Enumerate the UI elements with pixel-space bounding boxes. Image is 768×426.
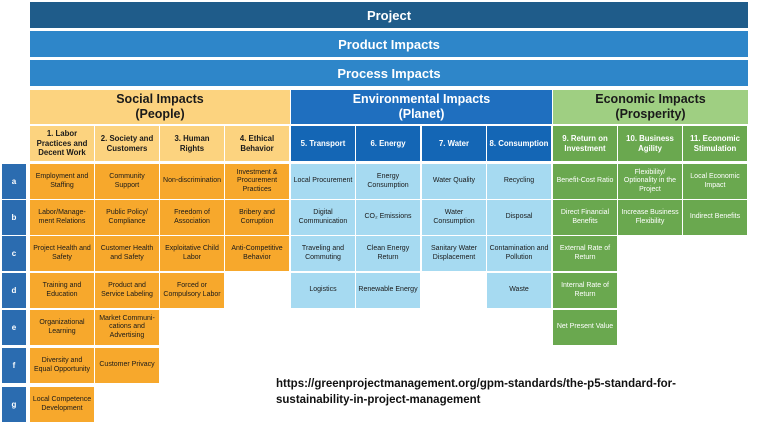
- impact-cell: Customer Health and Safety: [95, 236, 159, 271]
- column-header: 7. Water: [422, 126, 486, 161]
- economic-impacts-title: Economic Impacts: [595, 92, 706, 106]
- column-header: 1. Labor Practices and Decent Work: [30, 126, 94, 161]
- product-impacts-bar: Product Impacts: [30, 31, 748, 57]
- column-header: 8. Consumption: [487, 126, 551, 161]
- process-impacts-bar: Process Impacts: [30, 60, 748, 86]
- project-label: Project: [366, 7, 412, 23]
- impact-cell: Exploitative Child Labor: [160, 236, 224, 271]
- impact-cell: Forced or Compulsory Labor: [160, 273, 224, 308]
- impact-cell: Labor/Manage-ment Relations: [30, 200, 94, 235]
- row-label: a: [2, 164, 26, 199]
- impact-cell: Renewable Energy: [356, 273, 420, 308]
- environmental-impacts-header: Environmental Impacts (Planet): [291, 90, 552, 124]
- impact-cell: Project Health and Safety: [30, 236, 94, 271]
- impact-cell: Benefit-Cost Ratio: [553, 164, 617, 199]
- impact-cell: Community Support: [95, 164, 159, 199]
- impact-cell: Customer Privacy: [95, 348, 159, 383]
- row-label: f: [2, 348, 26, 383]
- impact-cell: Local Competence Development: [30, 387, 94, 422]
- impact-cell: Increase Business Flexibility: [618, 200, 682, 235]
- project-bar: Project: [30, 2, 748, 28]
- source-url: https://greenprojectmanagement.org/gpm-s…: [276, 376, 676, 408]
- impact-cell: Training and Education: [30, 273, 94, 308]
- column-header: 11. Economic Stimulation: [683, 126, 747, 161]
- impact-cell: Investment & Procurement Practices: [225, 164, 289, 199]
- impact-cell: Traveling and Commuting: [291, 236, 355, 271]
- impact-cell: Organizational Learning: [30, 310, 94, 345]
- column-header: 3. Human Rights: [160, 126, 224, 161]
- column-header: 4. Ethical Behavior: [225, 126, 289, 161]
- impact-cell: Disposal: [487, 200, 551, 235]
- impact-cell: Bribery and Corruption: [225, 200, 289, 235]
- impact-cell: Local Economic Impact: [683, 164, 747, 199]
- column-header: 6. Energy: [356, 126, 420, 161]
- social-impacts-subtitle: (People): [135, 107, 185, 121]
- social-impacts-title: Social Impacts: [116, 92, 204, 106]
- column-header: 2. Society and Customers: [95, 126, 159, 161]
- impact-cell: Net Present Value: [553, 310, 617, 345]
- environmental-impacts-subtitle: (Planet): [398, 107, 445, 121]
- impact-cell: Public Policy/ Compliance: [95, 200, 159, 235]
- impact-cell: Water Consumption: [422, 200, 486, 235]
- social-impacts-header: Social Impacts (People): [30, 90, 290, 124]
- impact-cell: Freedom of Association: [160, 200, 224, 235]
- economic-impacts-subtitle: (Prosperity): [615, 107, 686, 121]
- column-header: 9. Return on Investment: [553, 126, 617, 161]
- impact-cell: Direct Financial Benefits: [553, 200, 617, 235]
- impact-cell: Internal Rate of Return: [553, 273, 617, 308]
- row-label: c: [2, 236, 26, 271]
- process-impacts-label: Process Impacts: [337, 65, 441, 81]
- impact-cell: Indirect Benefits: [683, 200, 747, 235]
- impact-cell: Energy Consumption: [356, 164, 420, 199]
- impact-cell: Market Communi-cations and Advertising: [95, 310, 159, 345]
- impact-cell: CO₂ Emissions: [356, 200, 420, 235]
- impact-cell: External Rate of Return: [553, 236, 617, 271]
- impact-cell: Waste: [487, 273, 551, 308]
- column-header: 10. Business Agility: [618, 126, 682, 161]
- impact-cell: Employment and Staffing: [30, 164, 94, 199]
- impact-cell: Product and Service Labeling: [95, 273, 159, 308]
- row-label: b: [2, 200, 26, 235]
- impact-cell: Non-discrimination: [160, 164, 224, 199]
- economic-impacts-header: Economic Impacts (Prosperity): [553, 90, 748, 124]
- row-label: d: [2, 273, 26, 308]
- impact-cell: Flexibility/ Optionality in the Project: [618, 164, 682, 199]
- impact-cell: Digital Communication: [291, 200, 355, 235]
- impact-cell: Diversity and Equal Opportunity: [30, 348, 94, 383]
- impact-cell: Recycling: [487, 164, 551, 199]
- impact-cell: Anti-Competitive Behavior: [225, 236, 289, 271]
- row-label: e: [2, 310, 26, 345]
- impact-cell: Logistics: [291, 273, 355, 308]
- impact-cell: Clean Energy Return: [356, 236, 420, 271]
- product-impacts-label: Product Impacts: [338, 36, 440, 52]
- source-url-line2: sustainability-in-project-management: [276, 394, 481, 406]
- impact-cell: Local Procurement: [291, 164, 355, 199]
- environmental-impacts-title: Environmental Impacts: [352, 92, 491, 106]
- impact-cell: Sanitary Water Displacement: [422, 236, 486, 271]
- row-label: g: [2, 387, 26, 422]
- source-url-line1: https://greenprojectmanagement.org/gpm-s…: [276, 378, 676, 390]
- column-header: 5. Transport: [291, 126, 355, 161]
- impact-cell: Contamination and Pollution: [487, 236, 551, 271]
- impact-cell: Water Quality: [422, 164, 486, 199]
